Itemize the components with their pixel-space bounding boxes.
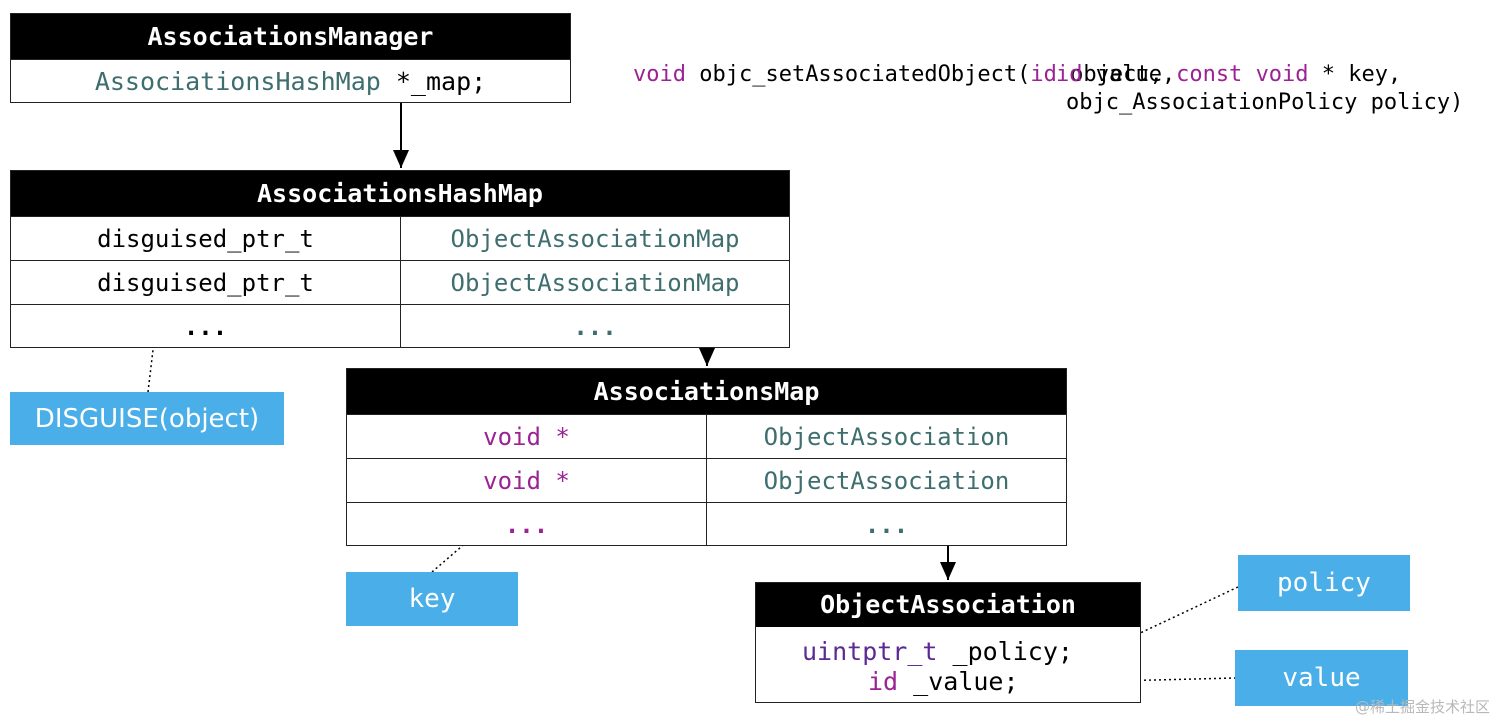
associations-map-box: AssociationsMap void * ObjectAssociation… xyxy=(346,368,1067,546)
associations-manager-title: AssociationsManager xyxy=(11,14,570,59)
watermark: @稀土掘金技术社区 xyxy=(1354,698,1490,716)
field-name: *_map; xyxy=(380,67,487,96)
value-field: id _value; xyxy=(868,667,1019,696)
associations-hashmap-title: AssociationsHashMap xyxy=(11,171,789,216)
table-row: disguised_ptr_t ObjectAssociationMap xyxy=(11,216,789,260)
policy-tag: policy xyxy=(1238,555,1410,611)
function-signature-line3: objc_AssociationPolicy policy) xyxy=(1066,90,1464,115)
table-row: void * ObjectAssociation xyxy=(347,458,1066,502)
function-signature-line2: id value, xyxy=(1056,62,1176,87)
object-association-box: ObjectAssociation uintptr_t _policy; id … xyxy=(755,582,1141,703)
table-row: disguised_ptr_t ObjectAssociationMap xyxy=(11,260,789,304)
key-tag: key xyxy=(346,572,518,626)
table-row: ... ... xyxy=(347,502,1066,546)
table-row: void * ObjectAssociation xyxy=(347,414,1066,458)
associations-map-title: AssociationsMap xyxy=(347,369,1066,414)
policy-field: uintptr_t _policy; xyxy=(802,637,1073,666)
associations-manager-box: AssociationsManager AssociationsHashMap … xyxy=(10,13,571,103)
field-type: AssociationsHashMap xyxy=(94,67,381,96)
disguise-object-tag: DISGUISE(object) xyxy=(10,392,284,445)
associations-hashmap-box: AssociationsHashMap disguised_ptr_t Obje… xyxy=(10,170,790,348)
value-tag: value xyxy=(1235,650,1408,706)
object-association-title: ObjectAssociation xyxy=(756,583,1140,627)
associations-manager-field: AssociationsHashMap *_map; xyxy=(11,59,570,103)
function-signature: void objc_setAssociatedObject(id object,… xyxy=(633,62,1402,87)
table-row: ... ... xyxy=(11,304,789,348)
